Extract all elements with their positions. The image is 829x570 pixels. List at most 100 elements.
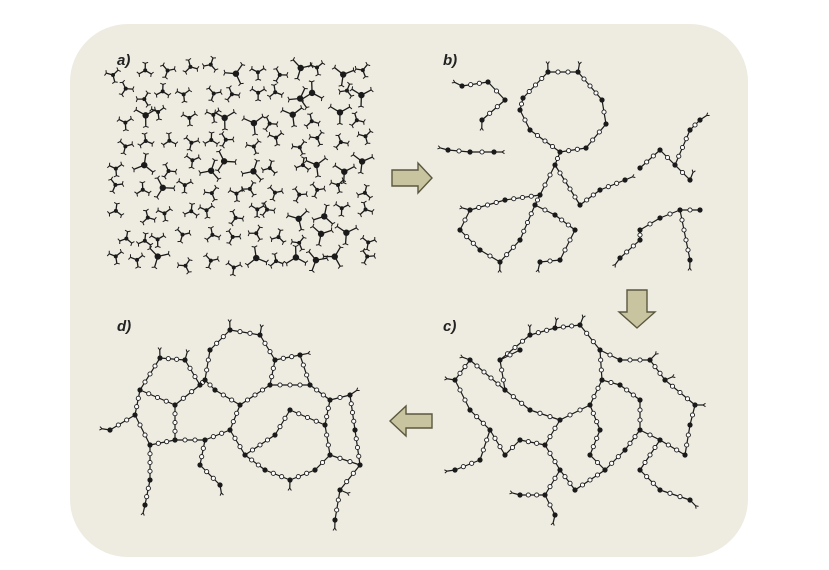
linker-bead-icon	[560, 324, 566, 330]
trivalent-node-icon	[141, 161, 148, 169]
trivalent-node-icon	[232, 70, 240, 77]
linker-bead-icon	[609, 460, 615, 466]
linker-bead-icon	[521, 228, 527, 234]
linker-bead-icon	[579, 482, 586, 488]
trivalent-node-icon	[617, 255, 623, 261]
linker-bead-icon	[335, 497, 341, 503]
trivalent-node-icon	[273, 90, 278, 95]
linker-bead-icon	[247, 330, 253, 336]
trivalent-node-icon	[321, 213, 328, 220]
linker-bead-icon	[214, 340, 220, 346]
trivalent-node-icon	[147, 442, 153, 448]
linker-bead-icon	[147, 459, 153, 466]
trivalent-node-icon	[542, 442, 548, 448]
linker-bead-icon	[594, 435, 600, 441]
trivalent-node-icon	[502, 197, 508, 203]
linker-bead-icon	[542, 207, 548, 213]
linker-bead-icon	[594, 419, 600, 425]
trivalent-node-icon	[517, 347, 523, 353]
arrow-left-icon	[388, 404, 433, 438]
linker-bead-icon	[547, 450, 553, 456]
trivalent-node-icon	[182, 183, 187, 188]
linker-bead-icon	[674, 447, 680, 453]
trivalent-node-icon	[209, 191, 214, 196]
trivalent-node-icon	[250, 168, 257, 175]
trivalent-node-icon	[557, 257, 563, 263]
linker-bead-icon	[525, 492, 531, 498]
linker-bead-icon	[594, 472, 601, 478]
trivalent-node-icon	[229, 92, 234, 97]
trivalent-node-icon	[502, 452, 508, 458]
trivalent-node-icon	[123, 86, 128, 91]
trivalent-node-icon	[479, 117, 485, 123]
trivalent-node-icon	[297, 192, 302, 197]
trivalent-node-icon	[637, 397, 643, 403]
trivalent-node-icon	[497, 357, 503, 363]
trivalent-node-icon	[183, 263, 188, 268]
linker-bead-icon	[598, 357, 604, 363]
linker-bead-icon	[555, 69, 561, 75]
trivalent-node-icon	[459, 83, 465, 89]
trivalent-node-icon	[145, 215, 150, 220]
linker-bead-icon	[464, 234, 470, 240]
trivalent-node-icon	[172, 402, 178, 408]
trivalent-node-icon	[155, 237, 160, 242]
trivalent-node-icon	[477, 457, 483, 463]
trivalent-node-icon	[207, 167, 215, 174]
trivalent-node-icon	[327, 452, 333, 458]
trivalent-node-icon	[360, 68, 365, 73]
trivalent-node-icon	[242, 452, 248, 458]
trivalent-node-icon	[211, 91, 216, 96]
trivalent-node-icon	[577, 202, 583, 208]
linker-bead-icon	[470, 240, 476, 246]
linker-bead-icon	[147, 468, 153, 474]
trivalent-node-icon	[262, 467, 268, 473]
trivalent-node-icon	[637, 427, 643, 433]
linker-bead-icon	[692, 122, 698, 128]
linker-bead-icon	[637, 417, 643, 423]
trivalent-node-icon	[180, 232, 185, 237]
linker-bead-icon	[554, 155, 561, 162]
trivalent-node-icon	[557, 417, 563, 423]
trivalent-node-icon	[672, 162, 678, 168]
linker-bead-icon	[324, 414, 330, 420]
linker-bead-icon	[493, 199, 499, 206]
linker-bead-icon	[532, 82, 539, 88]
linker-bead-icon	[210, 434, 216, 440]
trivalent-node-icon	[552, 325, 558, 331]
trivalent-node-icon	[502, 387, 508, 393]
trivalent-node-icon	[113, 208, 118, 213]
trivalent-node-icon	[227, 427, 233, 433]
linker-bead-icon	[657, 370, 663, 376]
linker-bead-icon	[542, 138, 548, 144]
linker-bead-icon	[519, 338, 526, 344]
trivalent-node-icon	[231, 265, 236, 270]
trivalent-node-icon	[209, 138, 214, 143]
trivalent-node-icon	[251, 144, 256, 149]
linker-bead-icon	[270, 365, 276, 371]
trivalent-node-icon	[687, 127, 693, 133]
linker-bead-icon	[650, 480, 656, 486]
trivalent-node-icon	[697, 207, 703, 213]
trivalent-node-icon	[344, 88, 349, 93]
trivalent-node-icon	[142, 502, 148, 508]
linker-bead-icon	[210, 475, 216, 481]
linker-bead-icon	[562, 247, 568, 253]
linker-bead-icon	[539, 75, 545, 82]
linker-bead-icon	[499, 367, 505, 373]
linker-bead-icon	[295, 474, 301, 480]
trivalent-node-icon	[254, 231, 259, 236]
linker-bead-icon	[267, 349, 273, 355]
linker-bead-icon	[220, 392, 226, 398]
trivalent-node-icon	[338, 140, 343, 145]
linker-bead-icon	[279, 474, 285, 480]
trivalent-node-icon	[637, 467, 643, 473]
linker-bead-icon	[154, 394, 161, 401]
linker-bead-icon	[544, 327, 550, 333]
linker-bead-icon	[474, 414, 480, 420]
linker-bead-icon	[468, 82, 474, 88]
linker-bead-icon	[497, 444, 503, 450]
linker-bead-icon	[487, 110, 493, 116]
linker-bead-icon	[677, 389, 683, 396]
linker-bead-icon	[493, 88, 500, 94]
